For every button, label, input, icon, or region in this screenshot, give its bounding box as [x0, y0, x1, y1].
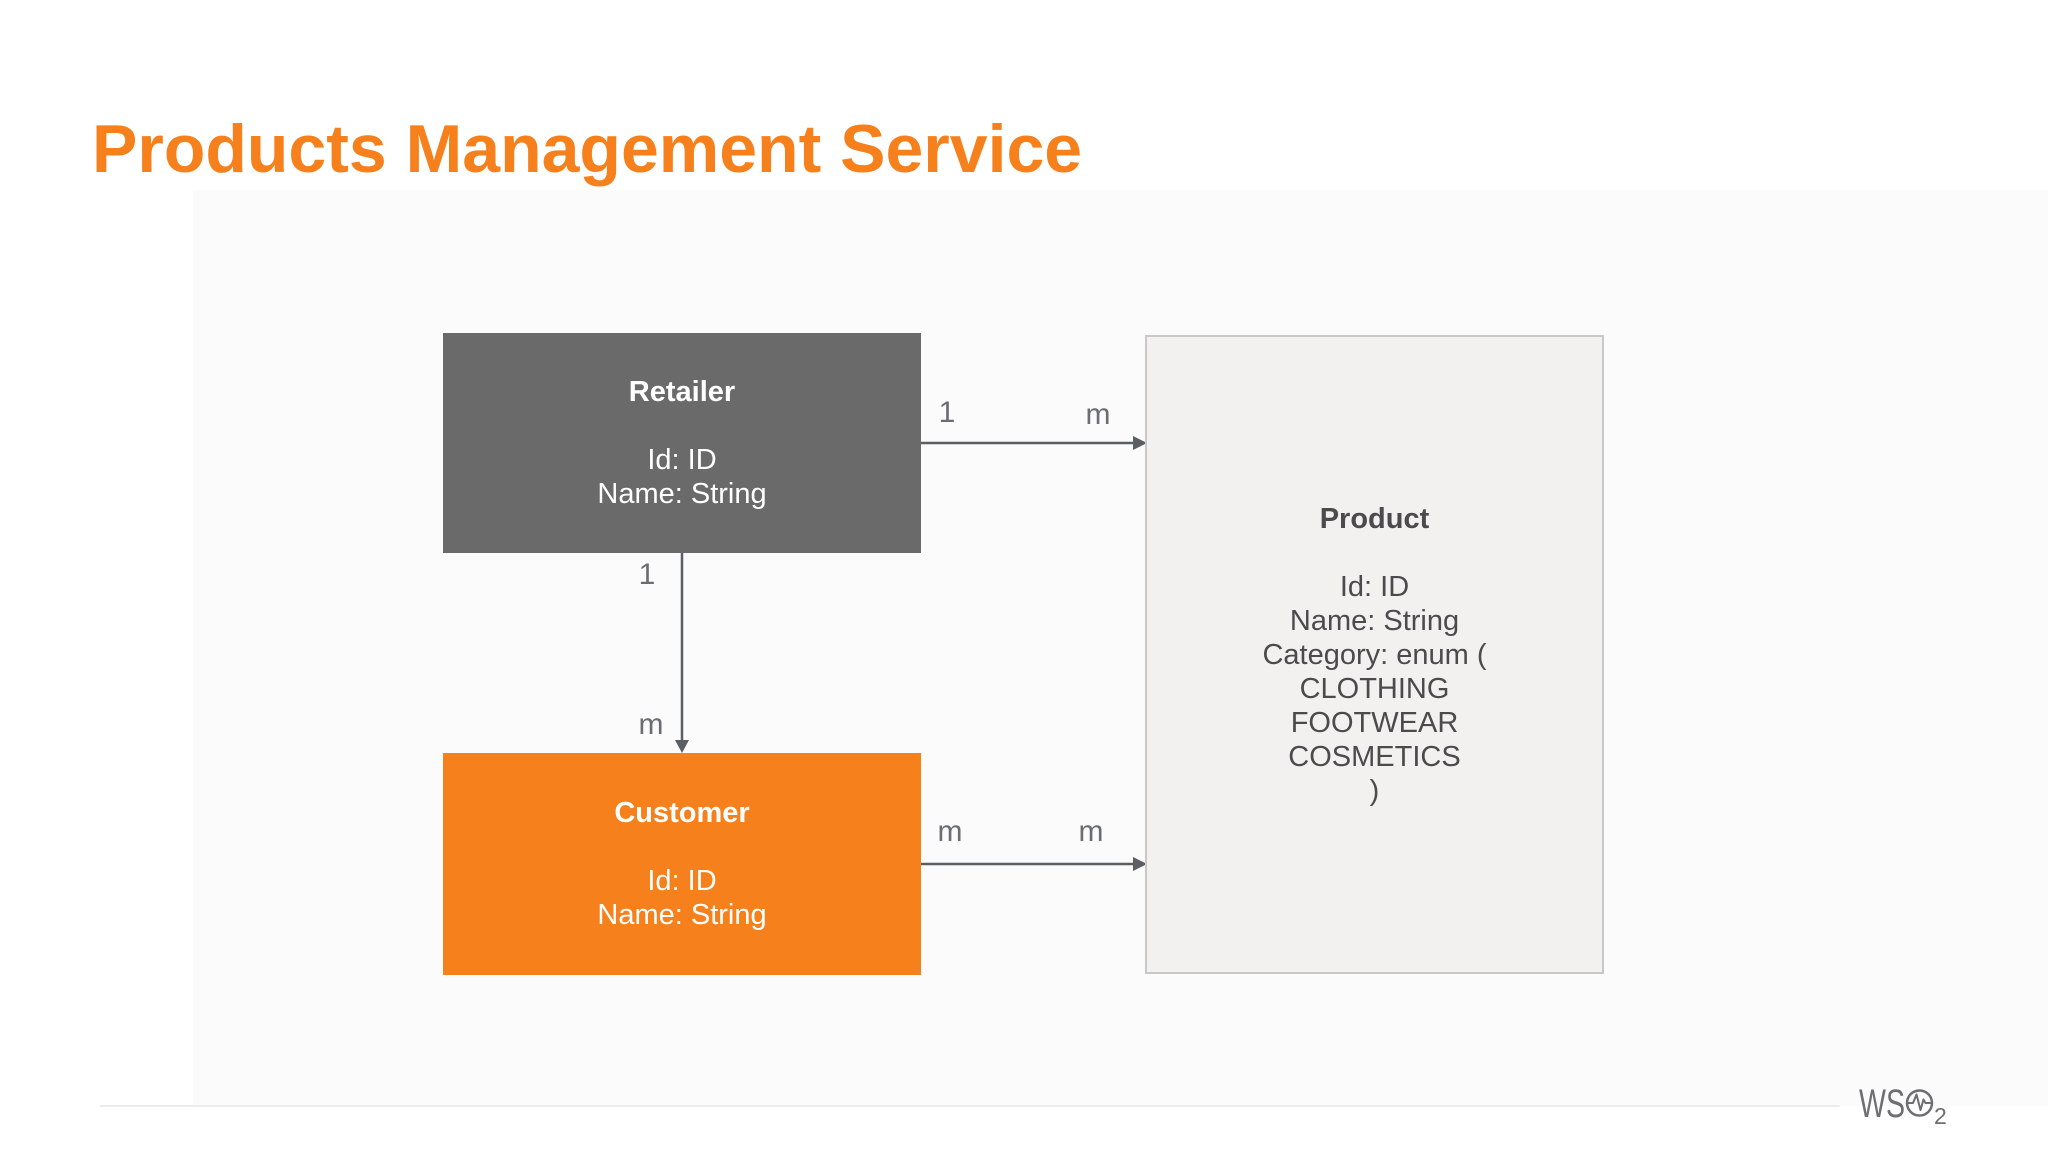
entity-product: Product Id: ID Name: String Category: en… — [1145, 335, 1604, 974]
footer-divider — [100, 1105, 1840, 1107]
entity-product-attribute: ) — [1369, 774, 1380, 807]
entity-product-attribute: Id: ID — [1339, 570, 1410, 603]
slide-title: Products Management Service — [92, 111, 1083, 187]
entity-product-attribute: COSMETICS — [1288, 740, 1461, 773]
entity-product-attribute: FOOTWEAR — [1290, 706, 1459, 739]
entity-customer-attribute: Id: ID — [647, 865, 717, 897]
cardinality-customer-product-from: m — [937, 815, 963, 848]
wso2-logo: WS 2 — [1859, 1082, 1947, 1129]
cardinality-customer-product-to: m — [1078, 815, 1104, 848]
entity-customer: Customer Id: ID Name: String — [443, 753, 921, 975]
arrowhead-retailer-customer-icon — [675, 740, 689, 753]
entity-product-name: Product — [1319, 502, 1430, 535]
entity-retailer-attribute: Id: ID — [647, 444, 717, 476]
cardinality-retailer-customer-to: m — [638, 708, 664, 741]
entity-product-attribute: Category: enum ( — [1262, 638, 1487, 671]
wso2-logo-ws-text: WS — [1859, 1082, 1905, 1126]
entity-retailer-name: Retailer — [628, 376, 736, 408]
cardinality-retailer-product-from: 1 — [938, 396, 956, 429]
entity-customer-name: Customer — [614, 797, 750, 829]
entity-product-attribute: CLOTHING — [1299, 672, 1450, 705]
wso2-logo-2-text: 2 — [1934, 1103, 1947, 1129]
entity-customer-attribute: Name: String — [597, 899, 767, 931]
entity-retailer-attribute: Name: String — [597, 478, 767, 510]
entity-retailer: Retailer Id: ID Name: String — [443, 333, 921, 553]
arrowhead-customer-product-icon — [1133, 857, 1147, 871]
wso2-logo-pulse-line-icon — [1907, 1093, 1932, 1111]
entity-product-attribute: Name: String — [1289, 604, 1460, 637]
cardinality-retailer-product-to: m — [1085, 398, 1111, 431]
cardinality-retailer-customer-from: 1 — [638, 558, 656, 591]
arrowhead-retailer-product-icon — [1133, 436, 1147, 450]
wso2-logo-pulse-o-icon — [1905, 1089, 1934, 1117]
